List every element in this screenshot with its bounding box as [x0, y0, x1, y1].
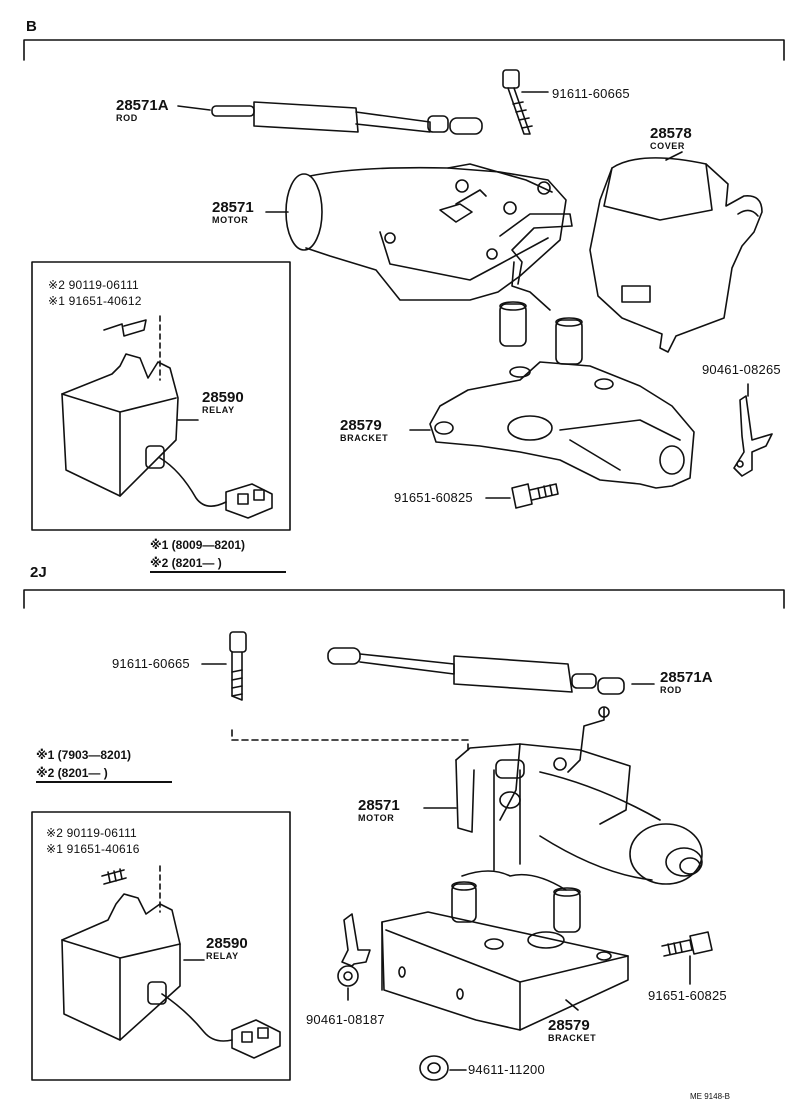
- b-rod-part-number: 28571A: [116, 97, 169, 114]
- b-rod-drawing: [177, 101, 483, 135]
- b-screw-drawing: [502, 69, 549, 135]
- b-cover-part-number: 28578: [650, 125, 692, 142]
- j-bracket-drawing: [381, 911, 629, 1031]
- j-relay-note-1: ※1 91651-40616: [46, 842, 140, 856]
- b-relay-callout: 28590 RELAY: [202, 390, 244, 415]
- b-legend-line-1: ※1 (8009—8201): [150, 538, 246, 552]
- b-bracket-callout: 28579 BRACKET: [340, 418, 388, 443]
- b-cover-drawing: [589, 151, 763, 353]
- b-bracket-part-number: 28579: [340, 417, 382, 434]
- j-washer-drawing: [419, 1055, 467, 1081]
- j-relay-callout: 28590 RELAY: [206, 936, 248, 961]
- j-legend-line-2: ※2 (8201— ): [36, 766, 172, 783]
- b-relay-desc: RELAY: [202, 405, 235, 415]
- b-motor-callout: 28571 MOTOR: [212, 200, 254, 225]
- b-cover-desc: COVER: [650, 141, 686, 151]
- j-relay-note-2: ※2 90119-06111: [46, 826, 137, 840]
- j-relay-box-frame: [31, 811, 291, 1081]
- b-bolt-drawing: [485, 483, 559, 509]
- j-bolt-part-number: 91651-60825: [648, 988, 727, 1003]
- b-posts-drawing: [499, 301, 583, 365]
- b-rod-desc: ROD: [116, 113, 138, 123]
- section-2j-frame: [23, 589, 785, 609]
- j-motor-drawing: [423, 706, 703, 885]
- j-legend-line-1: ※1 (7903—8201): [36, 748, 132, 762]
- b-motor-part-number: 28571: [212, 199, 254, 216]
- b-bracket-desc: BRACKET: [340, 433, 389, 443]
- b-clip-drawing: [733, 383, 773, 477]
- j-rod-drawing: [327, 647, 655, 695]
- b-rod-callout: 28571A ROD: [116, 98, 169, 123]
- footer-code: ME 9148-B: [690, 1092, 731, 1101]
- j-rod-part-number: 28571A: [660, 669, 713, 686]
- b-relay-box-frame: [31, 261, 291, 531]
- j-clip-part-number: 90461-08187: [306, 1012, 385, 1027]
- section-b-title: B: [26, 18, 37, 35]
- section-b-frame: [23, 39, 785, 61]
- b-motor-drawing: [265, 163, 573, 311]
- b-clip-part-number: 90461-08265: [702, 362, 781, 377]
- b-cover-callout: 28578 COVER: [650, 126, 692, 151]
- b-bracket-drawing: [409, 361, 695, 489]
- b-relay-part-number: 28590: [202, 389, 244, 406]
- j-posts-drawing: [451, 870, 581, 933]
- j-rod-callout: 28571A ROD: [660, 670, 713, 695]
- j-rod-desc: ROD: [660, 685, 682, 695]
- j-relay-desc: RELAY: [206, 951, 239, 961]
- b-bolt-part-number: 91651-60825: [394, 490, 473, 505]
- j-bracket-callout: 28579 BRACKET: [548, 1018, 596, 1043]
- j-motor-desc: MOTOR: [358, 813, 395, 823]
- b-relay-drawing: [61, 315, 273, 519]
- j-bracket-desc: BRACKET: [548, 1033, 597, 1043]
- j-relay-drawing: [61, 865, 281, 1059]
- b-screw-part-number: 91611-60665: [552, 86, 630, 101]
- b-motor-desc: MOTOR: [212, 215, 249, 225]
- j-motor-callout: 28571 MOTOR: [358, 798, 400, 823]
- b-legend-line-2: ※2 (8201— ): [150, 556, 286, 573]
- j-relay-part-number: 28590: [206, 935, 248, 952]
- j-screw-drawing: [201, 631, 469, 753]
- j-washer-part-number: 94611-11200: [468, 1062, 545, 1077]
- j-clip-drawing: [337, 913, 371, 1001]
- b-relay-note-1: ※1 91651-40612: [48, 294, 142, 308]
- section-2j-title: 2J: [30, 564, 47, 581]
- j-motor-part-number: 28571: [358, 797, 400, 814]
- j-screw-part-number: 91611-60665: [112, 656, 190, 671]
- j-bracket-part-number: 28579: [548, 1017, 590, 1034]
- b-relay-note-2: ※2 90119-06111: [48, 278, 139, 292]
- j-bolt-drawing: [661, 931, 713, 985]
